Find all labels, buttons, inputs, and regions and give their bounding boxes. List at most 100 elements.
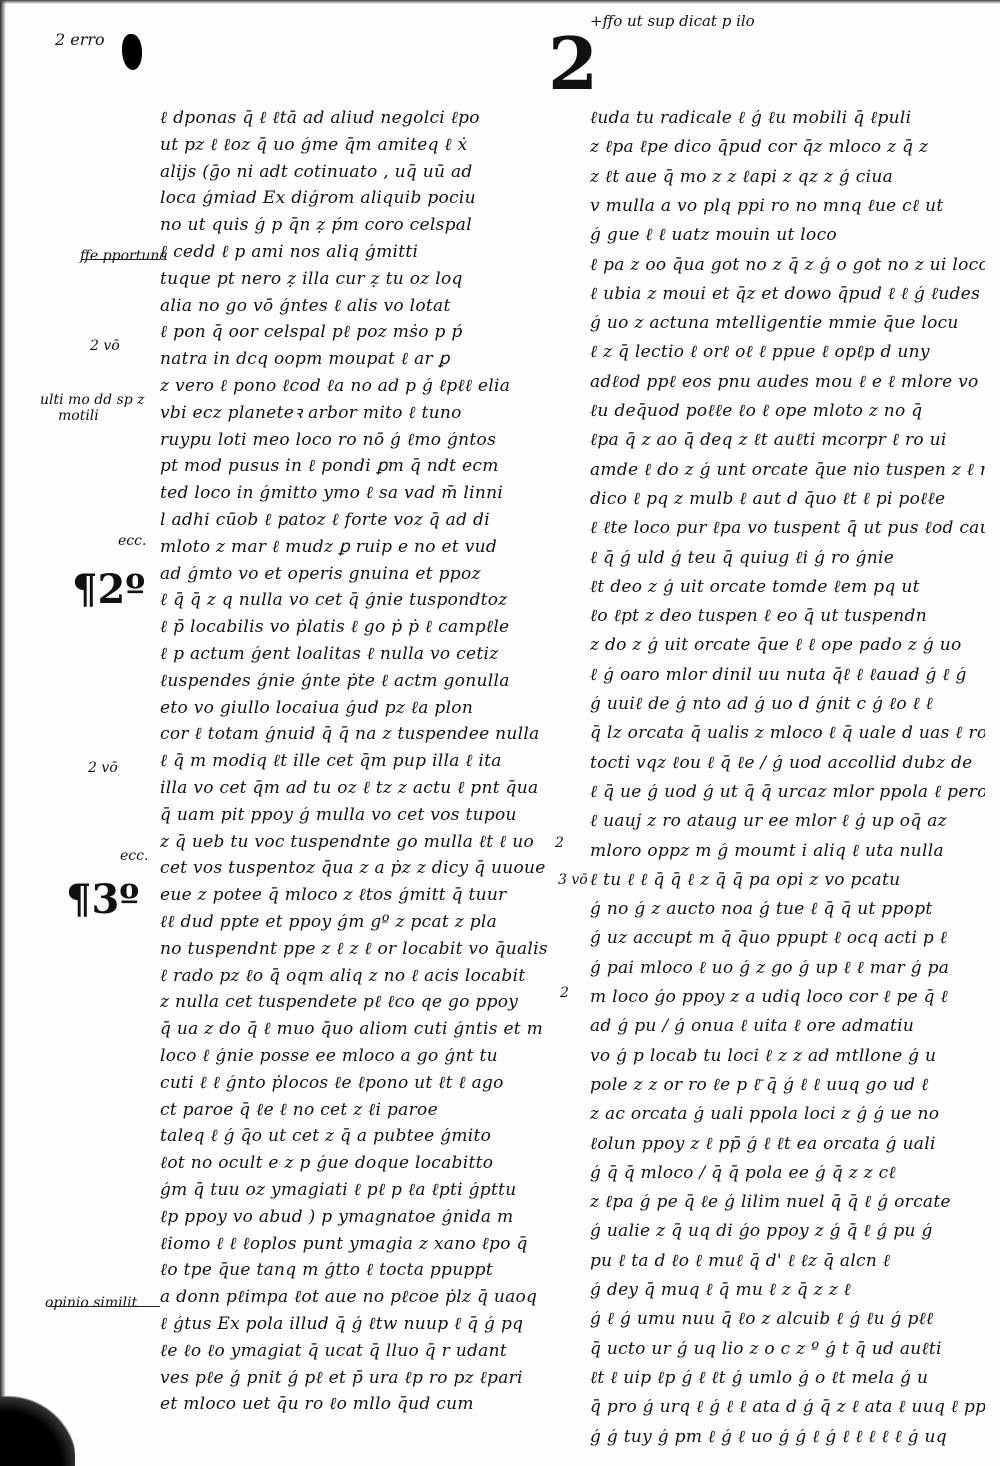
text-line: no tuspendnt ppe z ℓ z ℓ or locabit vo q…: [160, 940, 548, 958]
margin-note: 3 vō: [558, 872, 588, 888]
text-line: cet vos tuspentoz q̄ua z a ṗz z dicy q̄ …: [160, 860, 546, 878]
text-line: ℓuda tu radicale ℓ ǵ ℓu mobili q̄ ℓpuli: [590, 110, 912, 127]
text-line: q̄ lz orcata q̄ ualis z mloco ℓ q̄ uale …: [590, 725, 985, 743]
margin-note: ffe pportuna: [80, 248, 168, 264]
text-line: ℓ p̄ locabilis vo ṗlatis ℓ go ṗ ṗ ℓ camp…: [160, 619, 510, 637]
margin-underline: [48, 1306, 160, 1307]
text-line: alia no go vō ǵntes ℓ alis vo lotat: [160, 297, 451, 315]
text-line: alijs (ḡo ni adt cotinuato , uq̄ uū ad: [160, 163, 473, 181]
folio-number: 2: [548, 21, 599, 106]
text-line: z ac orcata ǵ uali ppola loci z ǵ ǵ ue n…: [590, 1106, 940, 1124]
text-line: ǵ gue ℓ ℓ uatz mouin ut loco: [590, 227, 837, 245]
text-line: illa vo cet q̄m ad tu oz ℓ tz z actu ℓ p…: [160, 780, 539, 797]
text-line: a donn pℓimpa ℓot aue no pℓcoe ṗlz q̄ ua…: [160, 1289, 538, 1307]
text-line: ℓ ǵ oaro mlor dinil uu nuta q̄ℓ ℓ ℓauad …: [590, 666, 967, 684]
text-line: tocti vqz ℓou ℓ q̄ ℓe / ǵ uod accollid d…: [590, 754, 973, 772]
text-line: ruypu loti meo loco ro nō ǵ ℓmo ǵntos: [160, 431, 497, 449]
text-line: z ℓpa ǵ pe q̄ ℓe ǵ lilim nuel q̄ q̄ ℓ ǵ …: [590, 1194, 951, 1212]
text-line: no ut quis ǵ p q̄n ẓ ṕm coro celspal: [160, 217, 472, 235]
text-line: q̄ ua z do q̄ ℓ muo q̄uo aliom cuti ǵnti…: [160, 1021, 544, 1039]
text-line: ǵ q̄ q̄ mloco / q̄ q̄ pola ee ǵ q̄ z z c…: [590, 1164, 896, 1182]
text-line: q̄ ucto ur ǵ uq lio z o c z º ǵ t q̄ ud …: [590, 1340, 942, 1358]
page-top-shadow: [0, 0, 1000, 4]
text-line: ℓo tpe q̄ue tanq m ǵtto ℓ tocta ppuppt: [160, 1262, 493, 1280]
text-line: ℓe ℓo ℓo ymagiat q̄ ucat q̄ lluo q̄ r ud…: [160, 1342, 507, 1360]
text-line: m loco ǵo ppoy z a udiq loco cor ℓ pe q̄…: [590, 989, 948, 1006]
text-line: ℓ z q̄ lectio ℓ orℓ oℓ ℓ ppue ℓ opℓp d u…: [590, 344, 930, 362]
text-line: eto vo giullo locaiua ǵud pz ℓa plon: [160, 699, 474, 717]
text-line: cuti ℓ ℓ ǵnto ṗlocos ℓe ℓpono ut ℓt ℓ ag…: [160, 1074, 504, 1092]
thumb-shadow: [0, 1395, 75, 1466]
text-line: ǵ pai mloco ℓ uo ǵ z go ǵ up ℓ ℓ mar ǵ p…: [590, 959, 950, 977]
text-line: ℓt deo z ǵ uit orcate tomde ℓem pq ut: [590, 578, 920, 596]
margin-underline: [82, 259, 160, 260]
text-line: ℓ pa z oo q̄ua got no z q̄ z ǵ o got no …: [590, 256, 985, 274]
text-line: z vero ℓ pono ℓcod ℓa no ad p ǵ ℓpℓℓ eli…: [160, 378, 511, 395]
margin-note: ulti mo dd sp z: [40, 392, 145, 408]
text-line: ℓℓ dud ppte et ppoy ǵm gº z pcat z pla: [160, 914, 498, 931]
text-line: ℓt ℓ uip ℓp ǵ ℓ ℓt ǵ umlo ǵ o ℓt mela ǵ …: [590, 1369, 929, 1387]
text-line: ted loco in ǵmitto ymo ℓ sa vad m̄ linni: [160, 485, 504, 503]
text-line: ℓ dponas q̄ ℓ ℓtā ad aliud negolci ℓpo: [160, 110, 480, 127]
text-line: ℓ rado pz ℓo q̄ oqm aliq z no ℓ acis loc…: [160, 967, 526, 985]
text-line: ℓo ℓpt z deo tuspen ℓ eo q̄ ut tuspendn: [590, 608, 927, 626]
text-line: ℓ ǵtus Ex pola illud q̄ ǵ ℓtw nuup ℓ q̄ …: [160, 1316, 524, 1333]
text-line: ct paroe q̄ ℓe ℓ no cet z ℓi paroe: [160, 1101, 438, 1119]
text-line: ut pz ℓ ℓoz q̄ uo ǵme q̄m amiteq ℓ ẋ: [160, 136, 468, 154]
paragraph-mark: ¶2º: [72, 566, 146, 613]
text-line: pole z z or ro ℓe p ℓ̄ q̄ ǵ ℓ ℓ uuq go u…: [590, 1076, 929, 1094]
text-line: ℓ ubia z moui et q̄z et dowo q̄pud ℓ ℓ ǵ…: [590, 285, 981, 303]
text-line: z ℓpa ℓpe dico q̄pud cor q̄z mloco z q̄ …: [590, 139, 929, 157]
text-line: tuque pt nero ẓ illa cur ẓ tu oz loq: [160, 270, 463, 288]
text-line: eue z potee q̄ mloco z ℓtos ǵmitt q̄ tuu…: [160, 887, 507, 905]
text-line: pt mod pusus in ℓ pondi ꝑm q̄ ndt ecm: [160, 458, 499, 476]
ink-blot: [122, 34, 142, 70]
text-line: loca ǵmiad Ex diǵrom aliquib pociu: [160, 190, 476, 208]
text-line: natra in dcq oopm moupat ℓ ar ꝑ: [160, 351, 450, 369]
text-line: cor ℓ totam ǵnuid q̄ q̄ na z tuspendee n…: [160, 726, 540, 744]
text-line: ves pℓe ǵ pnit ǵ pℓ et p̄ ura ℓp ro pz ℓ…: [160, 1369, 523, 1387]
text-line: ǵ ualie z q̄ uq di ǵo ppoy z ǵ q̄ ℓ ǵ pu…: [590, 1223, 933, 1241]
text-line: z ℓt aue q̄ mo z z ℓapi z qz z ǵ ciua: [590, 168, 894, 186]
text-line: q̄ uam pit ppoy ǵ mulla vo cet vos tupou: [160, 806, 517, 824]
text-line: ad ǵmto vo et operis gnuina et ppoz: [160, 565, 481, 583]
text-line: taleq ℓ ǵ q̄o ut cet z q̄ a pubtee ǵmito: [160, 1128, 492, 1146]
margin-note: 2 vō: [90, 338, 120, 354]
text-line: ǵ uuiℓ de ǵ nto ad ǵ uo d̄ ǵnit c ǵ ℓo ℓ…: [590, 696, 934, 713]
text-line: mloro oppz m ǵ moumt i aliq ℓ uta nulla: [590, 842, 944, 860]
text-line: ǵm q̄ tuu oz ymagiati ℓ pℓ p ℓa ℓpti ǵpt…: [160, 1182, 517, 1199]
text-line: z do z ǵ uit orcate q̄ue ℓ ℓ ope pado z …: [590, 637, 962, 655]
text-line: loco ℓ ǵnie posse ee mloco a go ǵnt tu: [160, 1048, 498, 1065]
text-line: ℓ uauj z ro ataug ur ee mlor ℓ ǵ up oq̄ …: [590, 813, 947, 831]
paragraph-mark: ¶3º: [66, 876, 140, 923]
text-line: et mloco uet q̄u ro ℓo mllo q̄ud cum: [160, 1396, 474, 1414]
margin-note: opinio similit: [45, 1295, 138, 1311]
text-line: mloto z mar ℓ mudz ꝑ ruip e no et vud: [160, 538, 498, 556]
text-line: ℓ q̄ ǵ uld ǵ teu q̄ quiug ℓi ǵ ro ǵnie: [590, 549, 895, 567]
text-line: ℓ pon q̄ oor celspal pℓ poz mṡo p ṕ: [160, 324, 463, 342]
text-line: v mulla a vo plq ppi ro no mnq ℓue cℓ ut: [590, 197, 944, 215]
text-line: ǵ ℓ ǵ umu nuu q̄ ℓo z alcuib ℓ ǵ ℓu ǵ pℓ…: [590, 1311, 934, 1329]
margin-note: ecc.: [118, 533, 147, 549]
text-line: ℓ tu ℓ ℓ q̄ q̄ ℓ z q̄ q̄ pa opi z vo pca…: [590, 871, 901, 889]
text-line: ǵ dey q̄ muq ℓ q̄ mu ℓ z q̄ z z ℓ: [590, 1282, 852, 1299]
text-line: ℓuspendes ǵnie ǵnte ṗte ℓ actm gonulla: [160, 672, 510, 690]
corner-note: 2 erro: [55, 30, 105, 49]
text-line: adℓod ppℓ eos pnu audes mou ℓ e ℓ mlore …: [590, 373, 985, 391]
text-line: ǵ uo z actuna mtelligentie mmie q̄ue loc…: [590, 315, 959, 333]
margin-note: 2: [560, 985, 569, 1001]
text-line: ℓu deq̄uod poℓℓe ℓo ℓ ope mloto z no q̄: [590, 403, 923, 420]
text-line: ℓp ppoy vo abud ) p ymagnatoe ǵnida m: [160, 1208, 514, 1226]
text-line: dico ℓ pq z mulb ℓ aut d q̄uo ℓt ℓ pi po…: [590, 490, 946, 508]
text-line: ℓ q̄ q̄ z q nulla vo cet q̄ ǵnie tuspond…: [160, 592, 508, 610]
text-line: ℓ ℓte loco pur ℓpa vo tuspent q̄ ut pus …: [590, 520, 985, 538]
text-line: ℓ cedd ℓ p ami nos aliq ǵmitti: [160, 244, 419, 261]
text-line: z nulla cet tuspendete pℓ ℓco qe go ppoy: [160, 994, 519, 1012]
margin-note: ecc.: [120, 848, 149, 864]
text-line: ℓpa q̄ z ao q̄ deq z ℓt auℓti mcorpr ℓ r…: [590, 432, 947, 450]
margin-note: 2: [555, 835, 564, 851]
text-line: ℓ q̄ m modiq ℓt ille cet q̄m pup illa ℓ …: [160, 753, 502, 771]
margin-note: motili: [58, 408, 99, 424]
text-line: vo ǵ p locab tu loci ℓ z z ad mtllone ǵ …: [590, 1047, 937, 1065]
